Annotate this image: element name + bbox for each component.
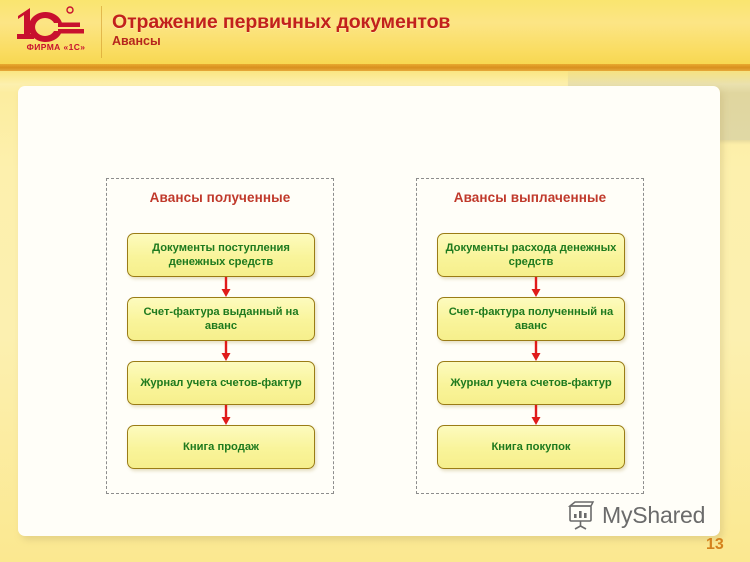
group-title: Авансы выплаченные [453, 190, 607, 205]
diagram-group-advances-paid: Авансы выплаченные Документы расхода ден… [416, 178, 644, 494]
header-text-block: Отражение первичных документов Авансы [112, 12, 632, 49]
flow-box-label: Документы расхода денежных средств [445, 242, 617, 268]
down-arrow-icon [220, 341, 232, 361]
down-arrow-icon [530, 405, 542, 425]
flow-box-label: Книга покупок [491, 441, 571, 453]
watermark: MyShared [566, 500, 705, 530]
down-arrow-icon [530, 277, 542, 297]
page-subtitle: Авансы [112, 34, 161, 49]
flow-box[interactable]: Счет-фактура выданный на аванс [127, 297, 315, 341]
flow-box-label: Журнал учета счетов-фактур [140, 377, 302, 389]
flow-box[interactable]: Журнал учета счетов-фактур [437, 361, 625, 405]
flow-box[interactable]: Журнал учета счетов-фактур [127, 361, 315, 405]
flow-box-label: Книга продаж [183, 441, 259, 453]
page-title: Отражение первичных документов [112, 11, 451, 33]
slide-header [0, 0, 750, 66]
flow-box-label: Счет-фактура полученный на аванс [448, 306, 614, 332]
header-divider-rule [0, 64, 750, 71]
flow-box[interactable]: Документы расхода денежных средств [437, 233, 625, 277]
flow-box[interactable]: Документы поступления денежных средств [127, 233, 315, 277]
1c-logo-icon [14, 4, 98, 44]
presentation-chart-icon [566, 500, 596, 530]
company-logo: ФИРМА «1С» [14, 4, 98, 62]
logo-caption: ФИРМА «1С» [26, 42, 86, 52]
flow-box-label: Документы поступления денежных средств [152, 242, 290, 268]
down-arrow-icon [220, 277, 232, 297]
header-logo-divider [101, 6, 102, 58]
watermark-label: MyShared [602, 501, 706, 528]
flow-box-label: Счет-фактура выданный на аванс [143, 306, 299, 332]
down-arrow-icon [530, 341, 542, 361]
down-arrow-icon [220, 405, 232, 425]
flow-box[interactable]: Книга покупок [437, 425, 625, 469]
page-number: 13 [706, 536, 724, 553]
flow-box[interactable]: Счет-фактура полученный на аванс [437, 297, 625, 341]
flow-box[interactable]: Книга продаж [127, 425, 315, 469]
flow-box-label: Журнал учета счетов-фактур [450, 377, 612, 389]
group-title: Авансы полученные [149, 190, 291, 205]
diagram-group-advances-received: Авансы полученные Документы поступления … [106, 178, 334, 494]
